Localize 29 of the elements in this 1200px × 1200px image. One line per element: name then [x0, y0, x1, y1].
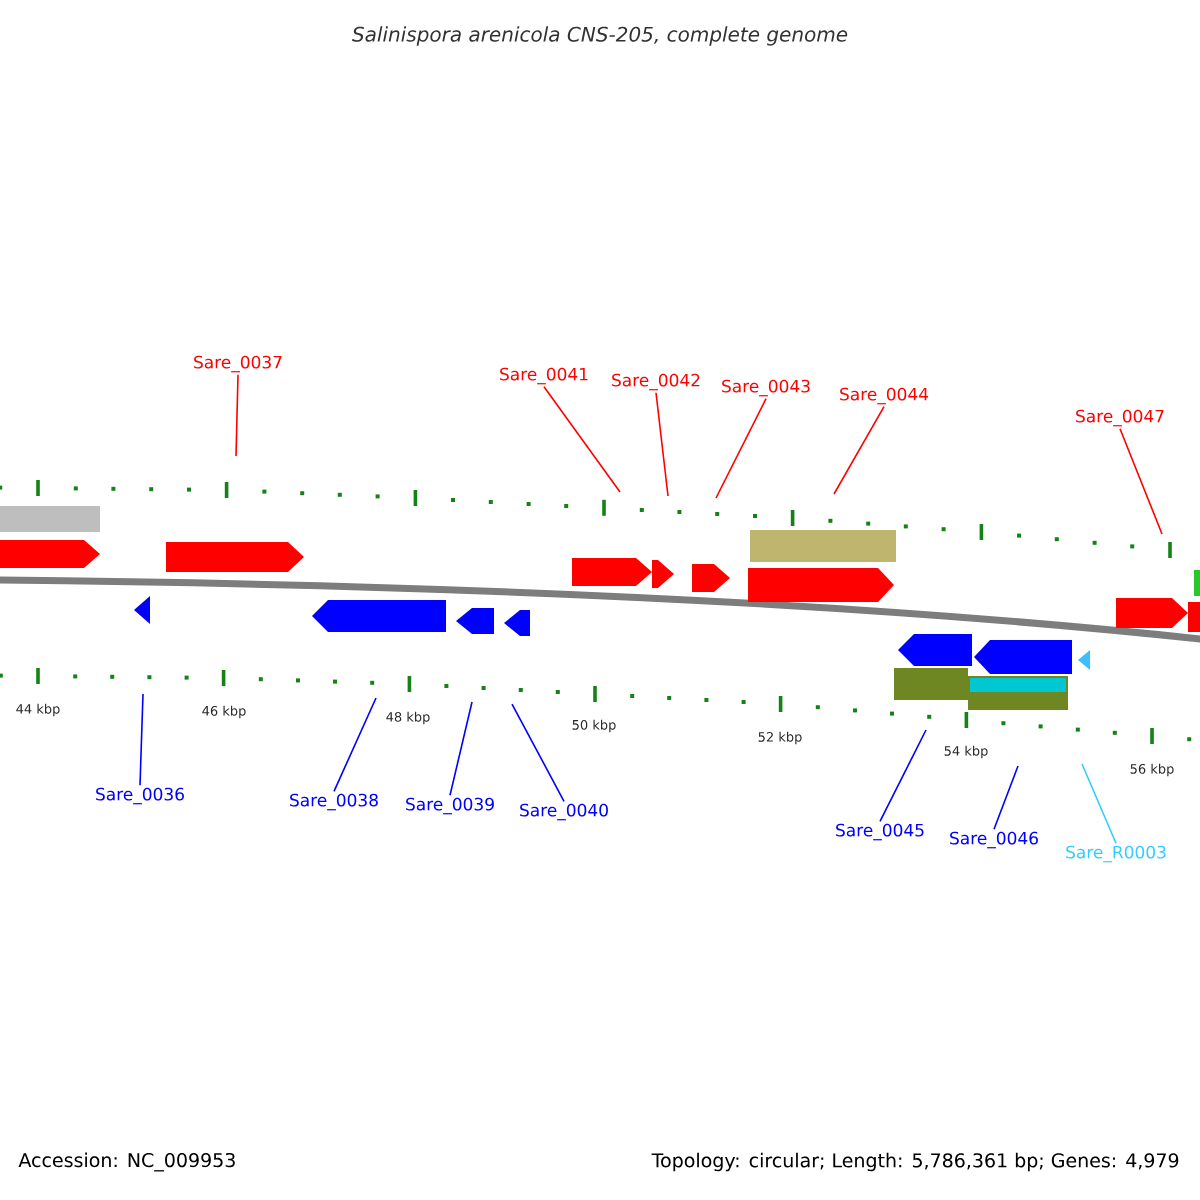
- gene-label: Sare_0036: [96, 787, 184, 805]
- accession-text: Accession: NC_009953: [18, 1152, 235, 1172]
- leader-line: [993, 765, 1019, 831]
- leader-line: [235, 373, 239, 457]
- leader-line: [139, 693, 144, 787]
- gene-label: Sare_0041: [500, 367, 588, 385]
- gene-label: Sare_0045: [836, 823, 924, 841]
- leader-line: [1081, 763, 1117, 845]
- gene-label: Sare_0039: [406, 797, 494, 815]
- gene-label: Sare_0046: [950, 831, 1038, 849]
- gene-label: Sare_0043: [722, 379, 810, 397]
- leader-line: [833, 405, 885, 495]
- leader-line: [543, 385, 621, 493]
- leader-line: [715, 397, 767, 499]
- leader-line: [655, 391, 669, 497]
- leader-line: [449, 701, 473, 797]
- gene-label: Sare_0038: [290, 793, 378, 811]
- leader-line: [333, 697, 377, 793]
- gene-label: Sare_R0003: [1066, 845, 1166, 863]
- leader-line: [1119, 427, 1163, 535]
- gene-label: Sare_0047: [1076, 409, 1164, 427]
- gene-label: Sare_0040: [520, 803, 608, 821]
- genome-info-text: Topology: circular; Length: 5,786,361 bp; Genes: 4,979: [651, 1152, 1179, 1172]
- title: Salinispora arenicola CNS-205, complete genome: [352, 26, 848, 46]
- leader-line: [511, 703, 565, 803]
- gene-label: Sare_0042: [612, 373, 700, 391]
- gene-label: Sare_0044: [840, 387, 929, 405]
- gene-label: Sare_0037: [194, 355, 282, 373]
- leader-line: [879, 729, 927, 823]
